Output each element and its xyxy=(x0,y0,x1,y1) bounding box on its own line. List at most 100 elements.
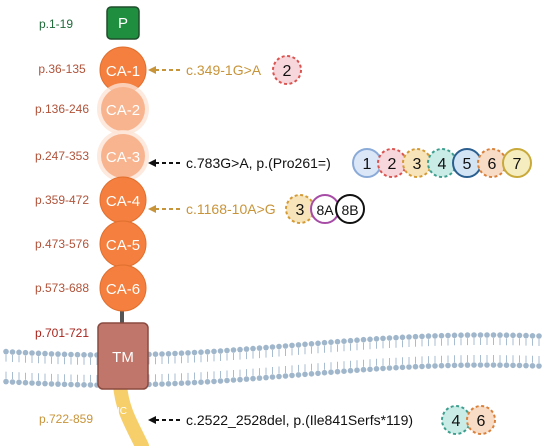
family-badge-8b: 8B xyxy=(335,194,365,224)
variant-label-4: c.2522_2528del, p.(Ile841Serfs*119) xyxy=(186,412,413,428)
lipid-head xyxy=(165,381,172,387)
arrowhead-1 xyxy=(148,66,156,74)
lipid-head xyxy=(289,342,295,349)
lipid-head xyxy=(308,341,315,347)
lipid-head xyxy=(263,344,269,351)
lipid-head xyxy=(536,333,542,339)
family-badge-5: 5 xyxy=(452,148,482,178)
lipid-head xyxy=(87,382,94,388)
lipid-head xyxy=(510,332,516,339)
range-label-ca-6: p.573-688 xyxy=(35,281,89,295)
family-badge-4: 4 xyxy=(427,148,457,178)
lipid-head xyxy=(484,332,490,338)
ca-domain-2-label: CA-2 xyxy=(106,102,140,119)
lipid-head xyxy=(464,362,471,368)
lipid-head xyxy=(321,339,328,346)
family-badge-6: 6 xyxy=(466,405,496,435)
lipid-head xyxy=(354,337,360,344)
lipid-head xyxy=(406,334,412,340)
variant-arrows xyxy=(154,69,180,421)
lipid-head xyxy=(341,338,347,345)
family-badge-label: 3 xyxy=(296,202,305,219)
lipid-head xyxy=(471,362,477,368)
lipid-head xyxy=(217,378,224,384)
arrowhead-2 xyxy=(148,159,156,167)
lipid-head xyxy=(22,349,29,356)
lipid-head xyxy=(347,367,354,374)
lipid-head xyxy=(445,332,451,339)
range-labels: p.1-19 p.36-135 p.136-246 p.247-353 p.35… xyxy=(35,17,93,426)
lipid-head xyxy=(81,352,87,358)
range-label-propeptide: p.1-19 xyxy=(39,17,73,31)
family-badge-8a: 8A xyxy=(310,194,340,224)
lipid-head xyxy=(399,334,406,341)
lipid-head xyxy=(386,365,393,371)
lipid-head xyxy=(217,348,224,354)
family-badge-circle xyxy=(466,405,496,435)
lipid-head xyxy=(55,381,61,387)
lipid-head xyxy=(35,380,42,387)
family-badge-6: 6 xyxy=(477,148,507,178)
tm-domain: TM xyxy=(97,322,149,390)
lipid-head xyxy=(48,351,55,357)
family-badge-circle xyxy=(502,148,532,178)
family-badge-7: 7 xyxy=(502,148,532,178)
lipid-head xyxy=(490,362,497,368)
family-badge-label: 2 xyxy=(283,63,292,80)
lipid-head xyxy=(367,336,373,343)
lipid-head xyxy=(458,332,464,339)
lipid-head xyxy=(484,362,490,368)
family-badge-label: 5 xyxy=(463,156,472,173)
lipid-head xyxy=(523,332,529,339)
family-badge-label: 6 xyxy=(488,156,497,173)
lipid-head xyxy=(16,379,22,386)
lipid-head xyxy=(471,332,477,338)
lipid-head xyxy=(74,351,81,358)
lipid-head xyxy=(29,350,35,356)
lipid-head xyxy=(334,338,341,345)
membrane-bilayer xyxy=(3,332,542,388)
lipid-head xyxy=(302,371,308,378)
family-badge-1: 1 xyxy=(352,148,382,178)
family-badge-circle xyxy=(335,194,365,224)
lipid-head xyxy=(321,369,328,376)
propeptide-label: P xyxy=(118,15,128,32)
lipid-head xyxy=(360,336,367,343)
lipid-head xyxy=(204,349,211,355)
lipid-head xyxy=(276,373,282,380)
family-badge-label: 6 xyxy=(477,413,486,430)
lipid-head xyxy=(334,368,341,375)
lipid-head xyxy=(191,349,198,356)
lipid-head xyxy=(451,362,458,369)
lipid-head xyxy=(172,380,178,387)
range-label-ca-4: p.359-472 xyxy=(35,193,89,207)
lipid-head xyxy=(341,368,347,375)
family-badge-3: 3 xyxy=(285,194,315,224)
lipid-head xyxy=(48,381,55,387)
lipid-head xyxy=(3,348,9,355)
lipid-head xyxy=(393,364,399,371)
propeptide-domain: P xyxy=(106,6,140,40)
range-label-tm: p.701-721 xyxy=(35,326,89,340)
range-label-ca-5: p.473-576 xyxy=(35,237,89,251)
ic-tail xyxy=(113,378,149,446)
family-badge-3: 3 xyxy=(402,148,432,178)
lipid-head xyxy=(438,332,445,339)
lipid-head xyxy=(178,350,185,357)
lipid-head xyxy=(61,381,68,388)
ic-label: IC xyxy=(117,406,127,417)
lipid-head xyxy=(230,377,237,383)
arrowhead-4 xyxy=(148,416,156,424)
lipid-head xyxy=(87,352,94,358)
ca-domain-1: CA-1 xyxy=(99,46,147,94)
lipid-head xyxy=(68,381,74,388)
lipid-head xyxy=(185,350,191,356)
lipid-head xyxy=(198,349,204,356)
lipid-head xyxy=(289,372,295,379)
lipid-head xyxy=(42,350,48,357)
lipid-head xyxy=(152,381,159,388)
lipid-head xyxy=(302,341,308,348)
variant-label-2: c.783G>A, p.(Pro261=) xyxy=(186,155,331,171)
family-badge-label: 4 xyxy=(452,413,461,430)
